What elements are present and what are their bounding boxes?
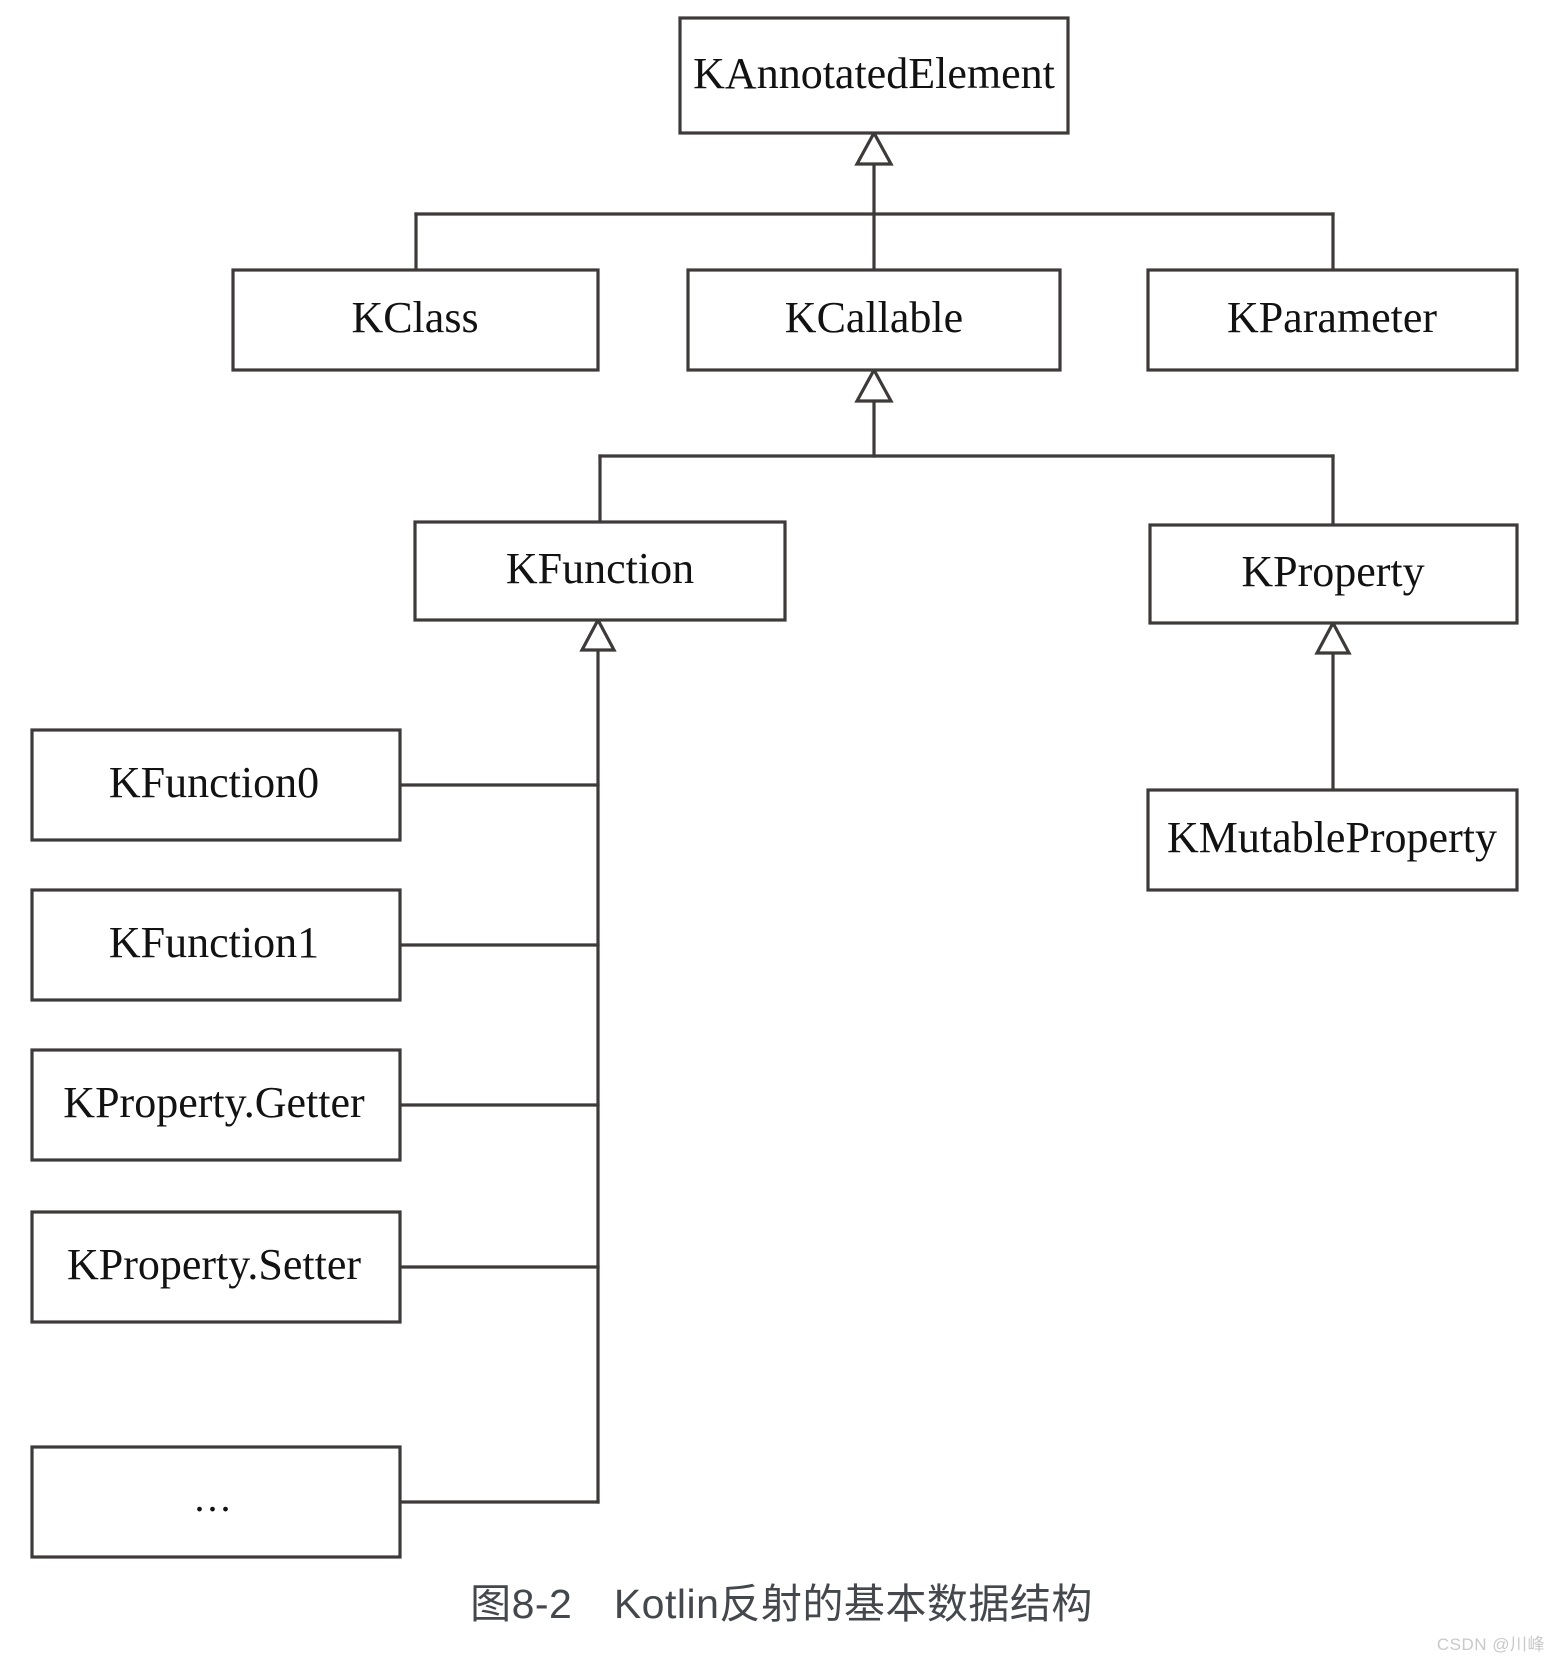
node-box-kfunction[interactable] [413, 520, 787, 622]
generalization-arrow-kannotatedelement [854, 129, 894, 166]
node-box-kproperty[interactable] [1148, 523, 1519, 625]
node-kcallable[interactable]: KCallable [686, 268, 1062, 372]
node-kparameter[interactable]: KParameter [1146, 268, 1519, 372]
node-label-kfunction: KFunction [506, 544, 694, 593]
node-box-kclass[interactable] [231, 268, 600, 372]
node-box-kpropertygetter[interactable] [30, 1048, 402, 1162]
node-kpropertysetter[interactable]: KProperty.Setter [30, 1210, 402, 1324]
node-box-kannotatedelement[interactable] [678, 16, 1070, 135]
node-kmutableproperty[interactable]: KMutableProperty [1146, 788, 1519, 892]
node-box-kpropertysetter[interactable] [30, 1210, 402, 1324]
node-box-kcallable[interactable] [686, 268, 1062, 372]
node-kpropertygetter[interactable]: KProperty.Getter [30, 1048, 402, 1162]
node-kannotatedelement[interactable]: KAnnotatedElement [678, 16, 1070, 135]
node-box-kmutableproperty[interactable] [1146, 788, 1519, 892]
node-label-kfunction1: KFunction1 [109, 918, 319, 967]
node-kfunction[interactable]: KFunction [413, 520, 787, 622]
node-label-kparameter: KParameter [1227, 293, 1437, 342]
node-box-kparameter[interactable] [1146, 268, 1519, 372]
node-label-kfunction0: KFunction0 [109, 758, 319, 807]
generalization-arrow-kcallable [854, 366, 894, 403]
node-label-kproperty: KProperty [1241, 547, 1424, 596]
node-kproperty[interactable]: KProperty [1148, 523, 1519, 625]
node-box-kfunction0[interactable] [30, 728, 402, 842]
node-kfunction1[interactable]: KFunction1 [30, 888, 402, 1002]
node-kfunction0[interactable]: KFunction0 [30, 728, 402, 842]
figure-caption: 图8-2 Kotlin反射的基本数据结构 [470, 1581, 1093, 1627]
node-label-kpropertygetter: KProperty.Getter [63, 1078, 365, 1127]
node-label-kpropertysetter: KProperty.Setter [67, 1240, 361, 1289]
node-box-kfunction1[interactable] [30, 888, 402, 1002]
node-label-kannotatedelement: KAnnotatedElement [693, 49, 1055, 98]
node-label-more: ... [195, 1475, 234, 1520]
edge-group [398, 129, 1352, 1504]
node-group: KAnnotatedElement KClass KCallable KPara… [30, 16, 1519, 1559]
node-kclass[interactable]: KClass [231, 268, 600, 372]
node-label-kmutableproperty: KMutableProperty [1167, 813, 1497, 862]
node-box-more[interactable] [30, 1445, 402, 1559]
node-more[interactable]: ... [30, 1445, 402, 1559]
node-label-kclass: KClass [351, 293, 478, 342]
watermark-label: CSDN @川峰 [1436, 1635, 1545, 1654]
generalization-arrow-kproperty [1314, 619, 1352, 655]
generalization-arrow-kfunction [579, 616, 617, 652]
node-label-kcallable: KCallable [785, 293, 963, 342]
